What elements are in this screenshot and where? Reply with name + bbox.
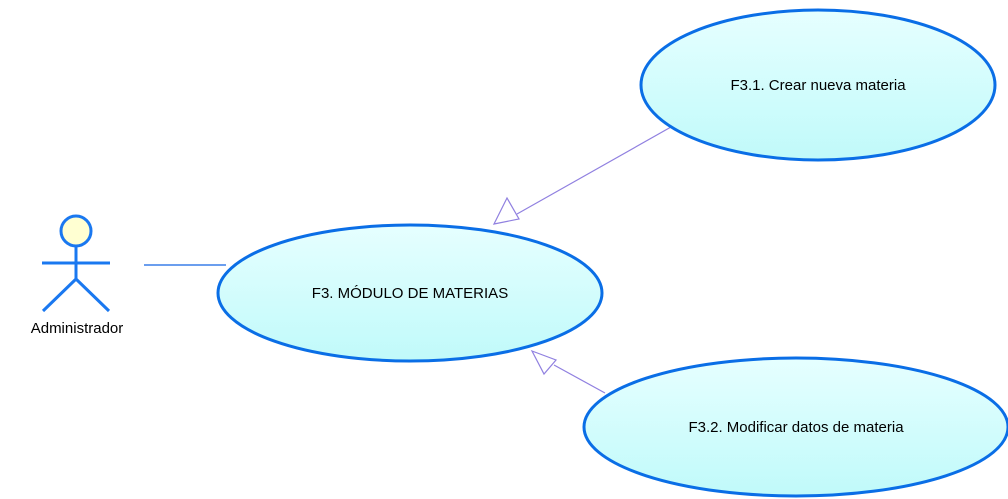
actor-right-leg <box>74 277 111 313</box>
use-case-main-label: F3. MÓDULO DE MATERIAS <box>312 285 508 302</box>
actor-left-leg <box>41 277 78 313</box>
generalization-arrowhead-create <box>492 196 520 225</box>
use-case-modify-label: F3.2. Modificar datos de materia <box>688 419 904 436</box>
use-case-modify[interactable]: F3.2. Modificar datos de materia <box>582 356 1008 498</box>
use-case-create[interactable]: F3.1. Crear nueva materia <box>639 8 997 162</box>
use-case-create-label: F3.1. Crear nueva materia <box>730 77 906 94</box>
actor-head <box>59 214 93 248</box>
actor-label: Administrador <box>31 320 124 337</box>
generalization-line-create <box>516 126 672 215</box>
generalization-line-modify <box>553 364 606 394</box>
use-case-main[interactable]: F3. MÓDULO DE MATERIAS <box>216 223 604 363</box>
actor-administrador[interactable]: Administrador <box>31 214 124 337</box>
generalization-arrowhead-modify <box>530 349 558 376</box>
